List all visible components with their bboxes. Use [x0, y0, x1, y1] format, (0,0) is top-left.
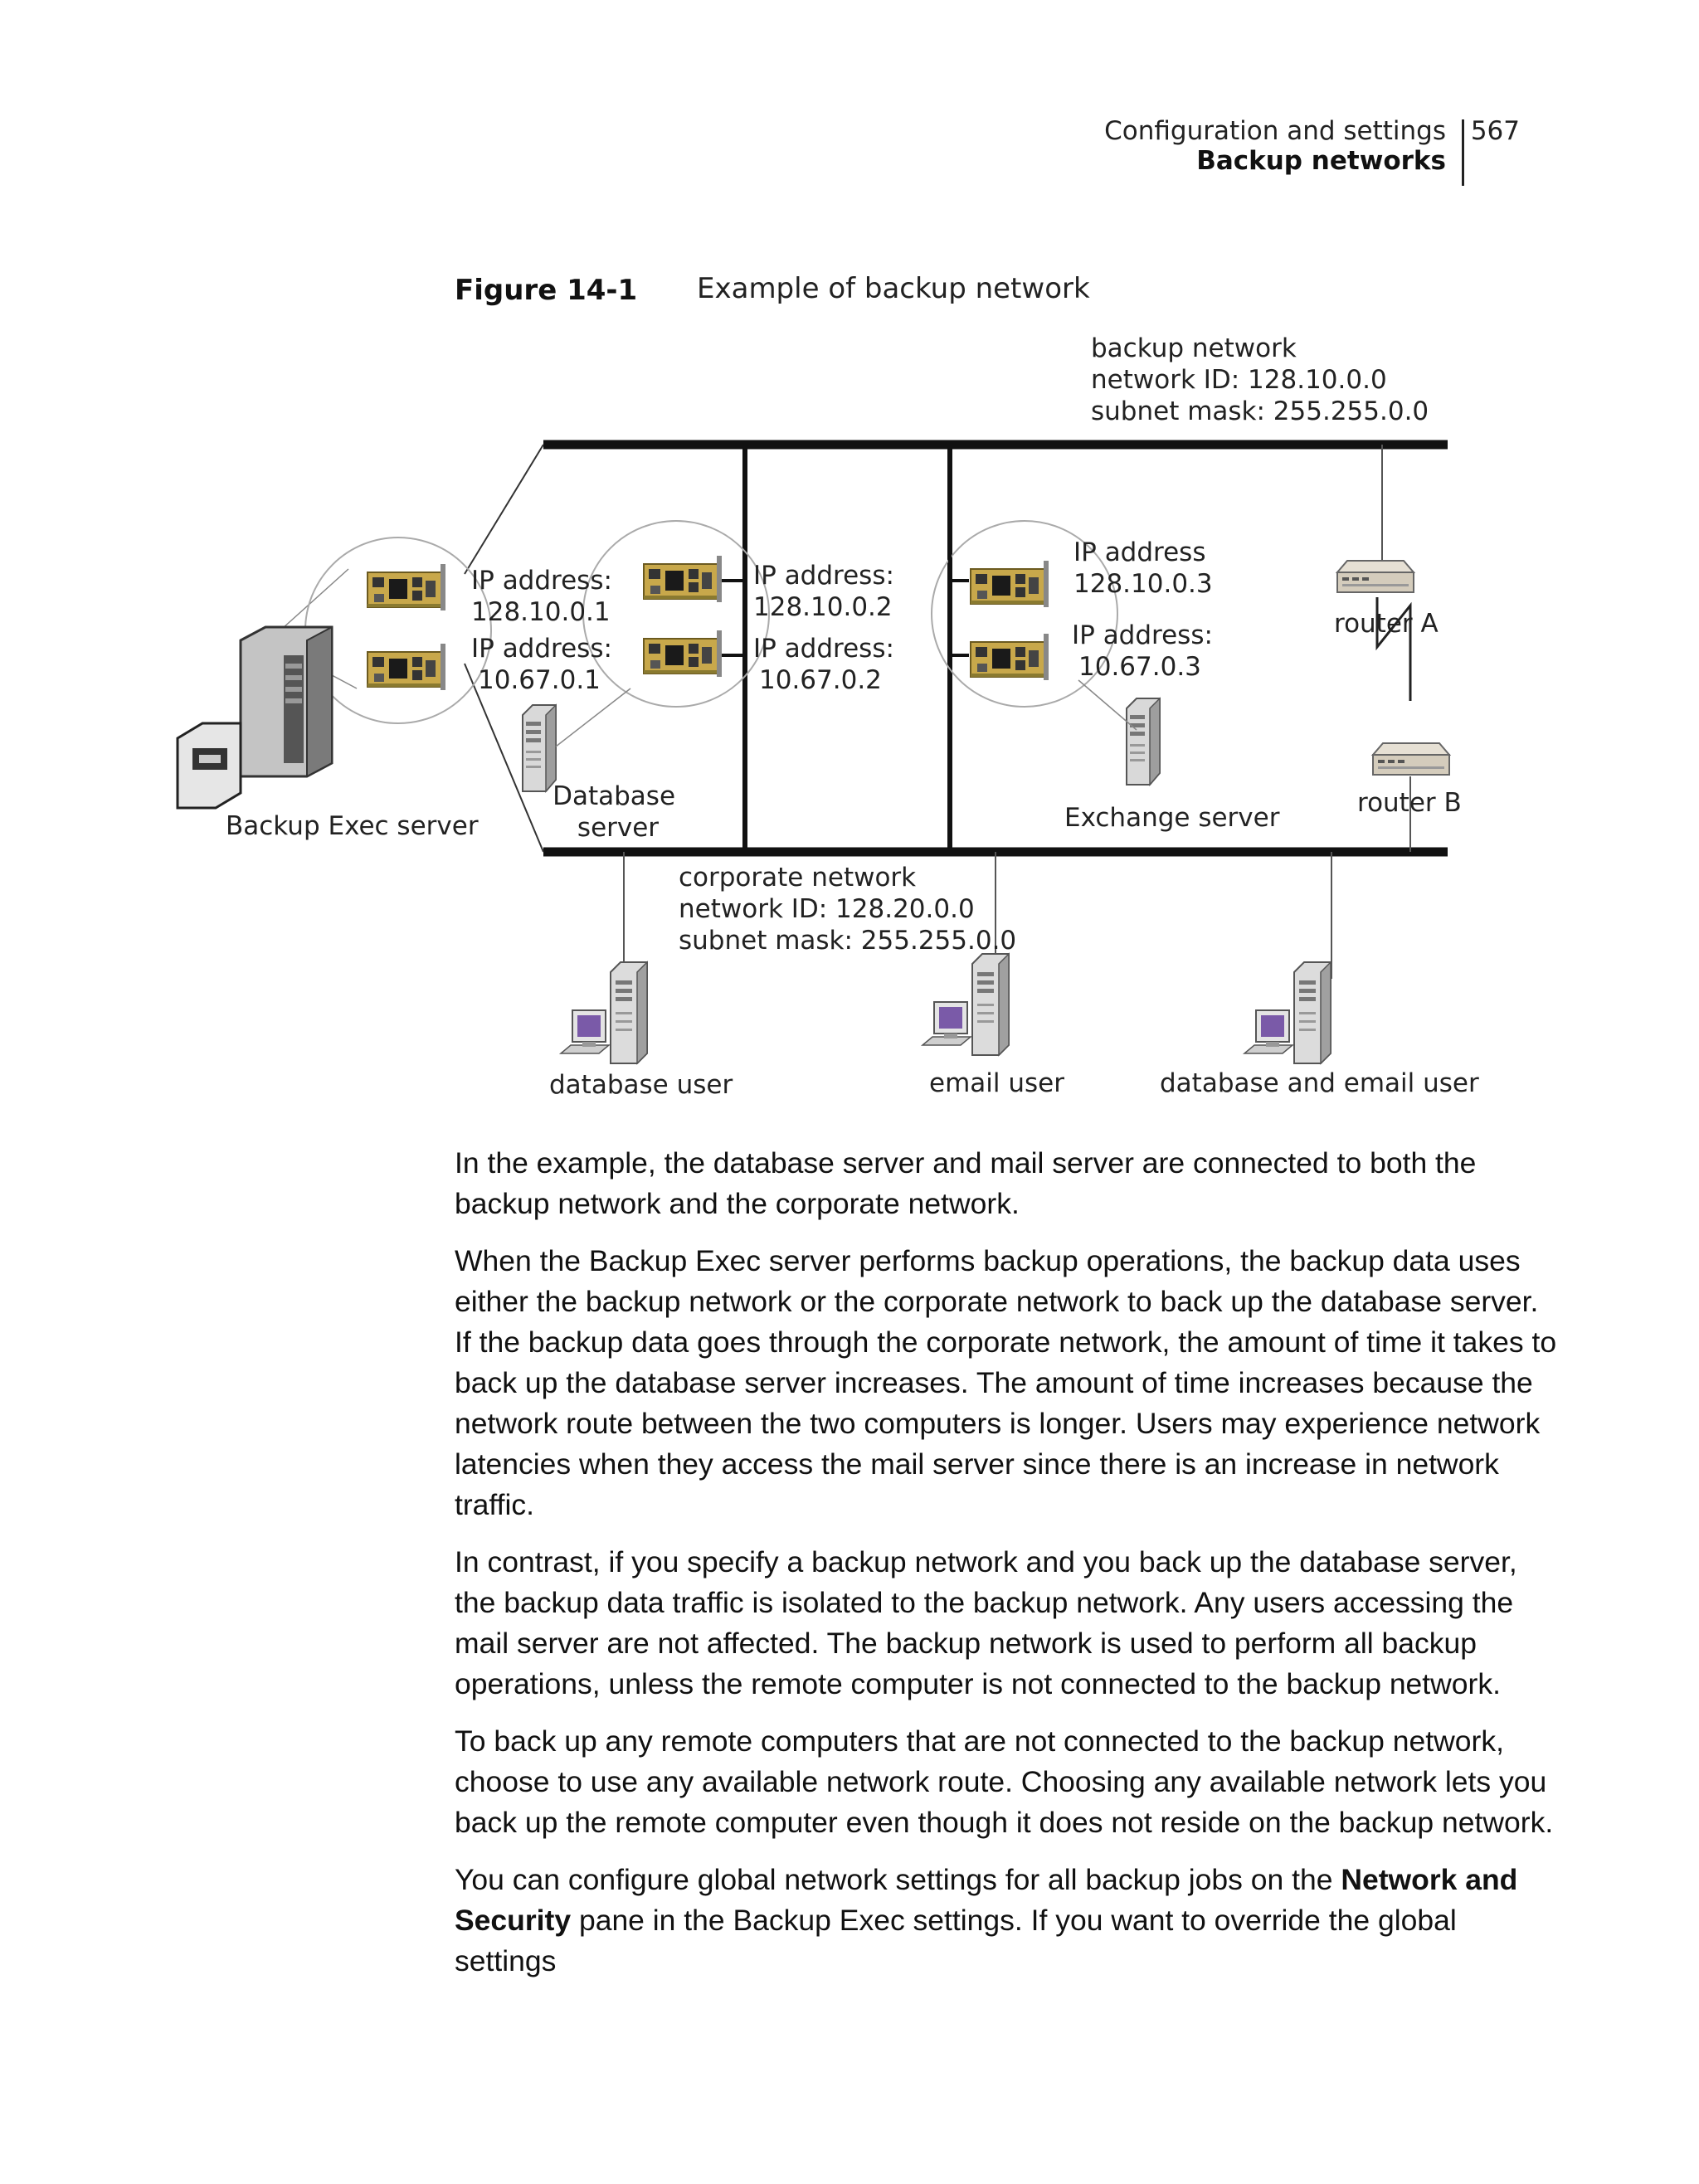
- body-text: In the example, the database server and …: [455, 1143, 1558, 1998]
- backup-exec-ip-1: IP address: 128.10.0.1: [471, 566, 621, 627]
- corporate-network-label: corporate network network ID: 128.20.0.0…: [679, 863, 1016, 956]
- nic-card-icon: [367, 643, 446, 691]
- database-server-label: Database server: [553, 781, 684, 843]
- backup-exec-ip-2: IP address: 10.67.0.1: [471, 634, 621, 695]
- router-icon: [1336, 560, 1414, 593]
- exchange-server-label: Exchange server: [1064, 803, 1280, 833]
- backup-exec-server-icon: [176, 625, 333, 810]
- database-ip-1: IP address: 128.10.0.2: [753, 561, 903, 622]
- nic-card-icon: [643, 630, 723, 678]
- exchange-ip-2: IP address: 10.67.0.3: [1072, 620, 1221, 682]
- paragraph-1: In the example, the database server and …: [455, 1146, 1477, 1220]
- backup-exec-server-label: Backup Exec server: [226, 811, 479, 841]
- backup-network-label: backup network network ID: 128.10.0.0 su…: [1091, 333, 1429, 426]
- paragraph-2: When the Backup Exec server performs bac…: [455, 1244, 1557, 1521]
- figure-label: Figure 14-1: [455, 274, 638, 307]
- running-head-section: Configuration and settings: [1104, 116, 1446, 146]
- nic-card-icon: [643, 555, 723, 603]
- page-number: 567: [1470, 116, 1520, 146]
- database-email-user-icon: [1244, 961, 1331, 1064]
- database-ip-2: IP address: 10.67.0.2: [753, 634, 903, 695]
- page-header: Configuration and settings Backup networ…: [1104, 116, 1609, 186]
- router-icon: [1372, 742, 1450, 776]
- nic-card-icon: [970, 633, 1049, 681]
- database-user-label: database user: [549, 1070, 733, 1100]
- exchange-server-icon: [1078, 679, 1161, 786]
- paragraph-4: To back up any remote computers that are…: [455, 1724, 1554, 1839]
- exchange-ip-1: IP address 128.10.0.3: [1073, 537, 1214, 599]
- router-b-label: router B: [1357, 788, 1462, 818]
- database-user-icon: [560, 961, 648, 1064]
- running-head-subsection: Backup networks: [1196, 146, 1446, 176]
- nic-card-icon: [970, 560, 1049, 608]
- paragraph-3: In contrast, if you specify a backup net…: [455, 1545, 1517, 1700]
- network-and-security-term: Network and Security: [455, 1863, 1518, 1937]
- email-user-icon: [922, 953, 1010, 1056]
- header-rule: [1462, 119, 1464, 186]
- nic-card-icon: [367, 563, 446, 611]
- paragraph-5: You can configure global network setting…: [455, 1863, 1518, 1977]
- database-server-icon: [522, 688, 631, 792]
- email-user-label: email user: [929, 1068, 1064, 1098]
- router-a-label: router A: [1334, 609, 1439, 639]
- database-email-user-label: database and email user: [1160, 1068, 1479, 1098]
- figure-title: Example of backup network: [697, 272, 1090, 305]
